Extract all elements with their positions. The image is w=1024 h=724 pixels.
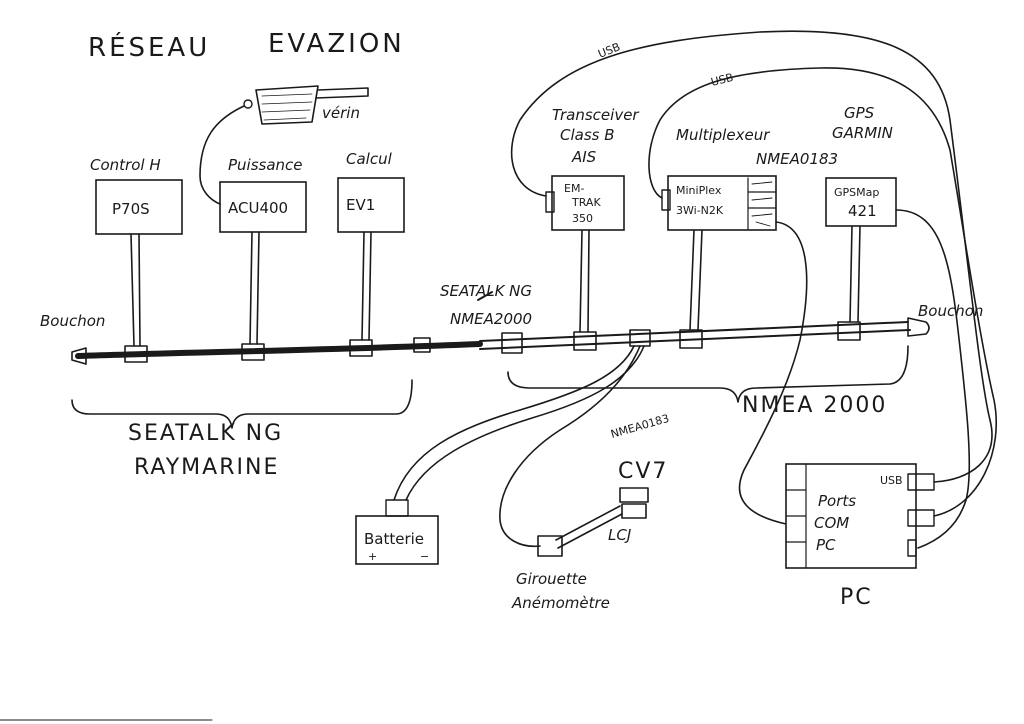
- ev1-drop-cable: [361, 231, 372, 341]
- pc-name-1: Ports: [818, 492, 856, 510]
- tee-connector-power: [629, 329, 651, 347]
- multiplexer-box: [667, 175, 777, 231]
- transceiver-name-3: 350: [572, 212, 593, 225]
- power-cable-1: [393, 345, 635, 501]
- bus-label-slash: [477, 291, 493, 301]
- bus-label-seatalk: SEATALK NG: [440, 282, 532, 300]
- gps-caption-2: GARMIN: [832, 124, 893, 142]
- tee-connector-transceiver: [573, 331, 597, 351]
- pc-box: [785, 463, 917, 569]
- seatalk-group-label: SEATALK NG: [128, 421, 283, 446]
- pc-usb-label: USB: [880, 474, 903, 487]
- gps-box: [825, 177, 897, 227]
- pc-com-port: [907, 539, 917, 557]
- transceiver-caption-3: AIS: [571, 148, 597, 166]
- transceiver-name-1: EM-: [564, 182, 584, 195]
- pc-usb-port-2: [907, 509, 935, 527]
- tee-connector-gps: [837, 321, 861, 341]
- multiplexer-usb-port: [661, 189, 671, 211]
- multiplexer-caption-2: NMEA0183: [756, 150, 838, 168]
- p70s-box: [95, 179, 183, 235]
- power-cable-2: [405, 345, 645, 501]
- left-terminator-label: Bouchon: [40, 312, 105, 330]
- p70s-caption: Control H: [90, 156, 161, 174]
- verin-caption: vérin: [322, 104, 360, 122]
- pc-name-2: COM: [814, 514, 849, 532]
- battery-box: [355, 515, 439, 565]
- nmea0183-label: NMEA0183: [609, 412, 670, 441]
- usb-label-1: USB: [596, 40, 622, 61]
- p70s-drop-cable: [130, 233, 141, 347]
- inline-connector: [413, 337, 431, 353]
- transceiver-box: [551, 175, 625, 231]
- multiplexer-terminal-wires: [751, 181, 773, 227]
- backbone-cable: [75, 321, 911, 359]
- p70s-name: P70S: [112, 200, 150, 218]
- right-terminator-label: Bouchon: [918, 302, 983, 320]
- title-word-evazion: EVAZION: [268, 29, 405, 59]
- pc-usb-port-1: [907, 473, 935, 491]
- ev1-caption: Calcul: [346, 150, 393, 168]
- acu400-caption: Puissance: [228, 156, 303, 174]
- multiplexer-to-pc-cable: [738, 221, 808, 525]
- pc-side-panel: [785, 463, 807, 569]
- nmea2000-group-label: NMEA 2000: [742, 393, 887, 418]
- usb-cable-transceiver: [510, 30, 993, 483]
- usb-cable-multiplexer: [648, 67, 998, 517]
- wind-caption-2: Anémomètre: [511, 594, 610, 612]
- gps-drop-cable: [849, 225, 861, 323]
- tee-connector-multiplexer: [679, 329, 703, 349]
- gps-name-1: GPSMap: [834, 186, 879, 199]
- multiplexer-drop-cable: [689, 229, 703, 331]
- battery-name: Batterie: [364, 530, 424, 548]
- verin-icon: [243, 85, 369, 125]
- title-word-reseau: RÉSEAU: [88, 31, 210, 63]
- battery-minus: −: [420, 550, 429, 563]
- multiplexer-caption-1: Multiplexeur: [676, 126, 770, 144]
- transceiver-name-2: TRAK: [571, 196, 601, 209]
- transceiver-drop-cable: [579, 229, 590, 333]
- battery-plus: +: [368, 550, 377, 563]
- tee-connector-p70s: [124, 345, 148, 363]
- tee-connector-acu400: [241, 343, 265, 361]
- wind-caption-1: Girouette: [516, 570, 587, 588]
- ev1-box: [337, 177, 405, 233]
- acu400-box: [219, 181, 307, 233]
- nmea0183-cable: [499, 345, 641, 548]
- pc-name-3: PC: [816, 536, 836, 554]
- wind-to-lcj-cable: [555, 505, 623, 549]
- seatalk-group-brace: [71, 379, 413, 429]
- multiplexer-name-1: MiniPlex: [676, 184, 722, 197]
- verin-cable: [199, 105, 245, 205]
- transceiver-caption-1: Transceiver: [552, 106, 639, 124]
- gps-to-pc-cable: [895, 209, 971, 549]
- gps-caption-1: GPS: [844, 104, 875, 122]
- pc-caption: PC: [840, 585, 873, 610]
- adapter-connector: [501, 332, 523, 354]
- bus-label-nmea2000: NMEA2000: [450, 310, 532, 328]
- nmea2000-group-brace: [507, 345, 909, 403]
- usb-label-2: USB: [710, 71, 735, 89]
- cv7-label: CV7: [618, 459, 668, 484]
- bus-connectors: [124, 321, 861, 363]
- tee-connector-ev1: [349, 339, 373, 357]
- multiplexer-name-2: 3Wi-N2K: [676, 204, 724, 217]
- transceiver-usb-port: [545, 191, 555, 213]
- multiplexer-terminal-block: [747, 177, 777, 231]
- acu400-name: ACU400: [228, 199, 288, 217]
- acu400-drop-cable: [249, 231, 260, 345]
- left-terminator-icon: [71, 347, 87, 365]
- cv7-sensor-icon: [619, 487, 649, 503]
- raymarine-group-label: RAYMARINE: [134, 455, 279, 480]
- ev1-name: EV1: [346, 196, 375, 214]
- battery-connector: [385, 499, 409, 517]
- lcj-label: LCJ: [608, 526, 631, 544]
- cv7-interface-icon: [621, 503, 647, 519]
- right-terminator-icon: [907, 317, 930, 337]
- transceiver-caption-2: Class B: [560, 126, 615, 144]
- gps-name-2: 421: [848, 202, 877, 220]
